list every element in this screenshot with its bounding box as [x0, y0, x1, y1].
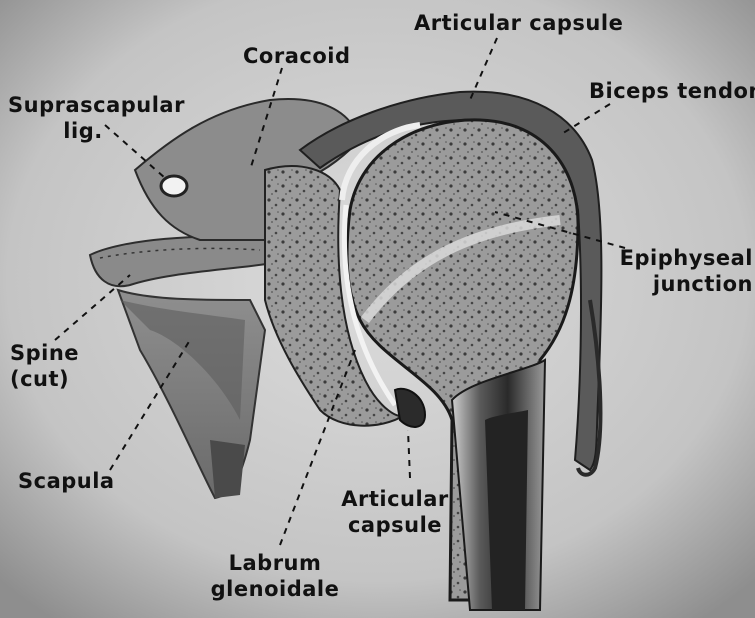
label-epiphyseal-line1: Epiphyseal — [615, 245, 753, 271]
label-epiphyseal-junction: Epiphyseal junction — [615, 245, 753, 297]
label-articular-capsule-top: Articular capsule — [414, 10, 623, 36]
label-articular-capsule-bottom: Articular capsule — [335, 486, 455, 538]
label-spine-line2: (cut) — [10, 366, 79, 392]
label-labrum-line2: glenoidale — [205, 576, 345, 602]
label-articular-bottom-line2: capsule — [335, 512, 455, 538]
scapula-tip — [210, 440, 245, 498]
label-labrum-line1: Labrum — [205, 550, 345, 576]
suprascapular-foramen — [161, 176, 187, 196]
label-suprascapular-lig: Suprascapular lig. — [8, 92, 158, 144]
label-suprascapular-line1: Suprascapular — [8, 92, 158, 118]
medullary-cavity — [485, 410, 528, 610]
label-spine-cut: Spine (cut) — [10, 340, 79, 392]
label-spine-line1: Spine — [10, 340, 79, 366]
label-scapula: Scapula — [18, 468, 115, 494]
label-suprascapular-line2: lig. — [8, 118, 158, 144]
label-articular-bottom-line1: Articular — [335, 486, 455, 512]
label-coracoid: Coracoid — [243, 43, 350, 69]
label-epiphyseal-line2: junction — [615, 271, 753, 297]
label-labrum-glenoidale: Labrum glenoidale — [205, 550, 345, 602]
label-biceps-tendon: Biceps tendon — [589, 78, 755, 104]
